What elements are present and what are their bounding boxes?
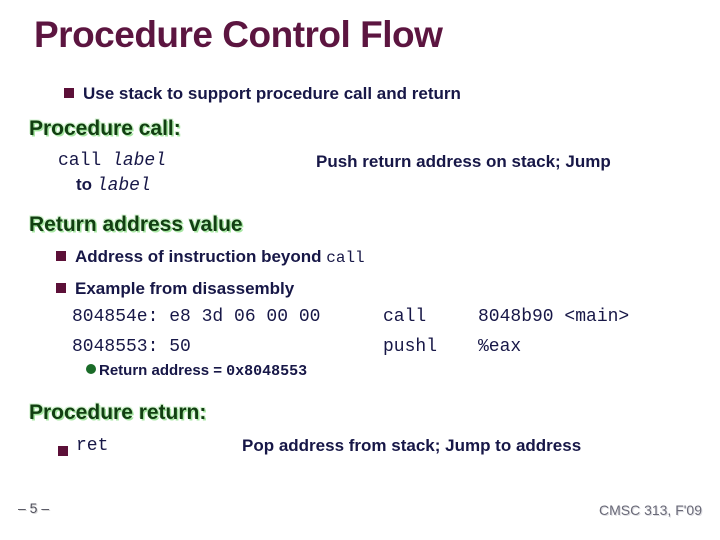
call-continuation-operand: label [96, 176, 151, 196]
return-address-note-value: 0x8048553 [226, 363, 308, 380]
square-bullet-icon [56, 250, 66, 261]
intro-bullet-row: Use stack to support procedure call and … [64, 84, 461, 104]
ret-instruction: ret [76, 436, 109, 456]
disassembly-row: 8048553: 50 pushl %eax [72, 337, 521, 357]
return-description: Pop address from stack; Jump to address [242, 436, 582, 455]
call-continuation-line: to label [76, 175, 151, 196]
square-bullet-icon [64, 87, 74, 98]
return-value-bullet-1: Address of instruction beyond call [56, 247, 365, 267]
call-instruction-line: call label [58, 151, 166, 171]
disasm-mnemonic: call [383, 307, 427, 327]
call-instruction: call [58, 151, 113, 171]
disasm-operand: 8048b90 <main> [478, 307, 630, 327]
procedure-call-heading: Procedure call: [29, 117, 181, 140]
disasm-mnemonic: pushl [383, 337, 438, 357]
return-address-note-label: Return address = [99, 362, 227, 379]
call-continuation-word: to [76, 175, 97, 194]
call-description: Push return address on stack; Jump [316, 152, 611, 171]
return-value-bullet-1-code: call [326, 249, 365, 267]
procedure-return-heading: Procedure return: [29, 401, 207, 424]
square-bullet-icon [56, 282, 66, 293]
disasm-operand: %eax [478, 337, 522, 357]
disasm-address-bytes: 8048553: 50 [72, 337, 191, 357]
intro-bullet-text: Use stack to support procedure call and … [83, 84, 461, 103]
disasm-address-bytes: 804854e: e8 3d 06 00 00 [72, 307, 321, 327]
return-value-bullet-2-text: Example from disassembly [75, 279, 295, 298]
return-address-value-heading: Return address value [29, 213, 243, 236]
slide-title: Procedure Control Flow [34, 14, 443, 55]
page-number: – 5 – [18, 500, 50, 516]
return-value-bullet-1-text: Address of instruction beyond [75, 247, 327, 266]
return-value-bullet-2: Example from disassembly [56, 279, 294, 299]
square-bullet-icon [58, 445, 68, 456]
circle-bullet-icon [86, 363, 96, 374]
course-footer: CMSC 313, F'09 [598, 502, 702, 518]
call-operand: label [112, 151, 167, 171]
disassembly-row: 804854e: e8 3d 06 00 00 call 8048b90 <ma… [72, 307, 629, 327]
return-address-note: Return address = 0x8048553 [86, 362, 307, 380]
